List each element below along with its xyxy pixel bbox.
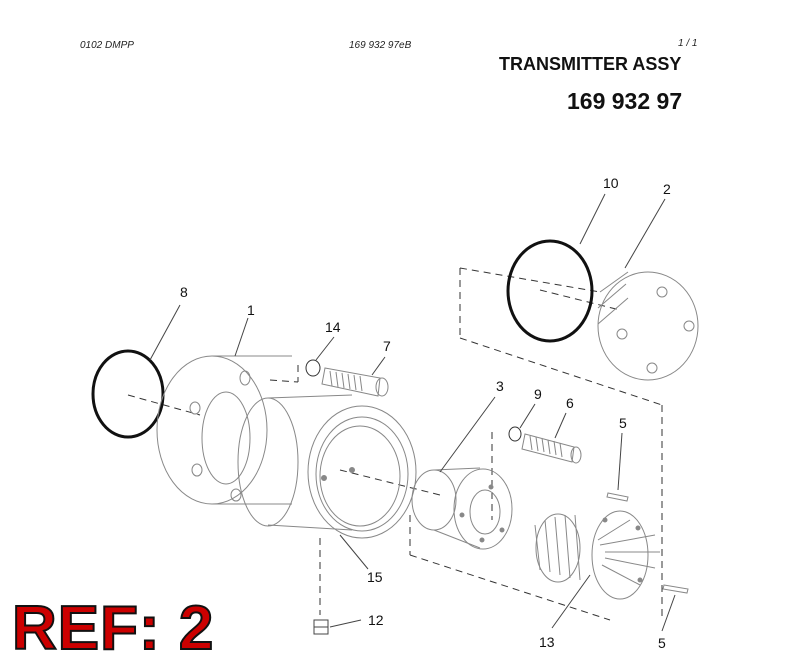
drawing-reference: 169 932 97eB [349,40,412,51]
callout-2: 2 [663,181,671,197]
ring-14 [305,359,321,377]
callout-10: 10 [603,175,619,191]
screw-6 [521,433,582,464]
callout-1: 1 [247,302,255,318]
sensor-head-13 [534,510,660,600]
callout-5-bottom: 5 [658,635,666,651]
callout-15: 15 [367,569,383,585]
callout-12: 12 [368,612,384,628]
callout-14: 14 [325,319,341,335]
cover-2 [597,271,699,381]
page-indicator: 1 / 1 [678,38,698,49]
screw-7 [321,367,389,397]
doc-code: 0102 DMPP [80,40,134,51]
callout-9: 9 [534,386,542,402]
o-ring-8 [91,349,165,439]
callout-7: 7 [383,338,391,354]
assembly-title: TRANSMITTER ASSY [499,54,682,74]
assembly-part-number: 169 932 97 [567,88,683,114]
callout-5-top: 5 [619,415,627,431]
flange-body-1 [156,355,292,505]
ref-stamp: REF: 2 [11,594,215,663]
plug-12 [313,619,329,635]
screw-5-bottom [662,584,689,594]
ring-9 [508,426,522,442]
transmitter-disc-3 [411,467,513,550]
callout-13: 13 [539,634,555,650]
screw-5-top [606,492,629,502]
callout-8: 8 [180,284,188,300]
o-ring-10 [506,239,594,343]
callout-6: 6 [566,395,574,411]
callout-3: 3 [496,378,504,394]
housing-sleeve-15 [237,394,417,539]
